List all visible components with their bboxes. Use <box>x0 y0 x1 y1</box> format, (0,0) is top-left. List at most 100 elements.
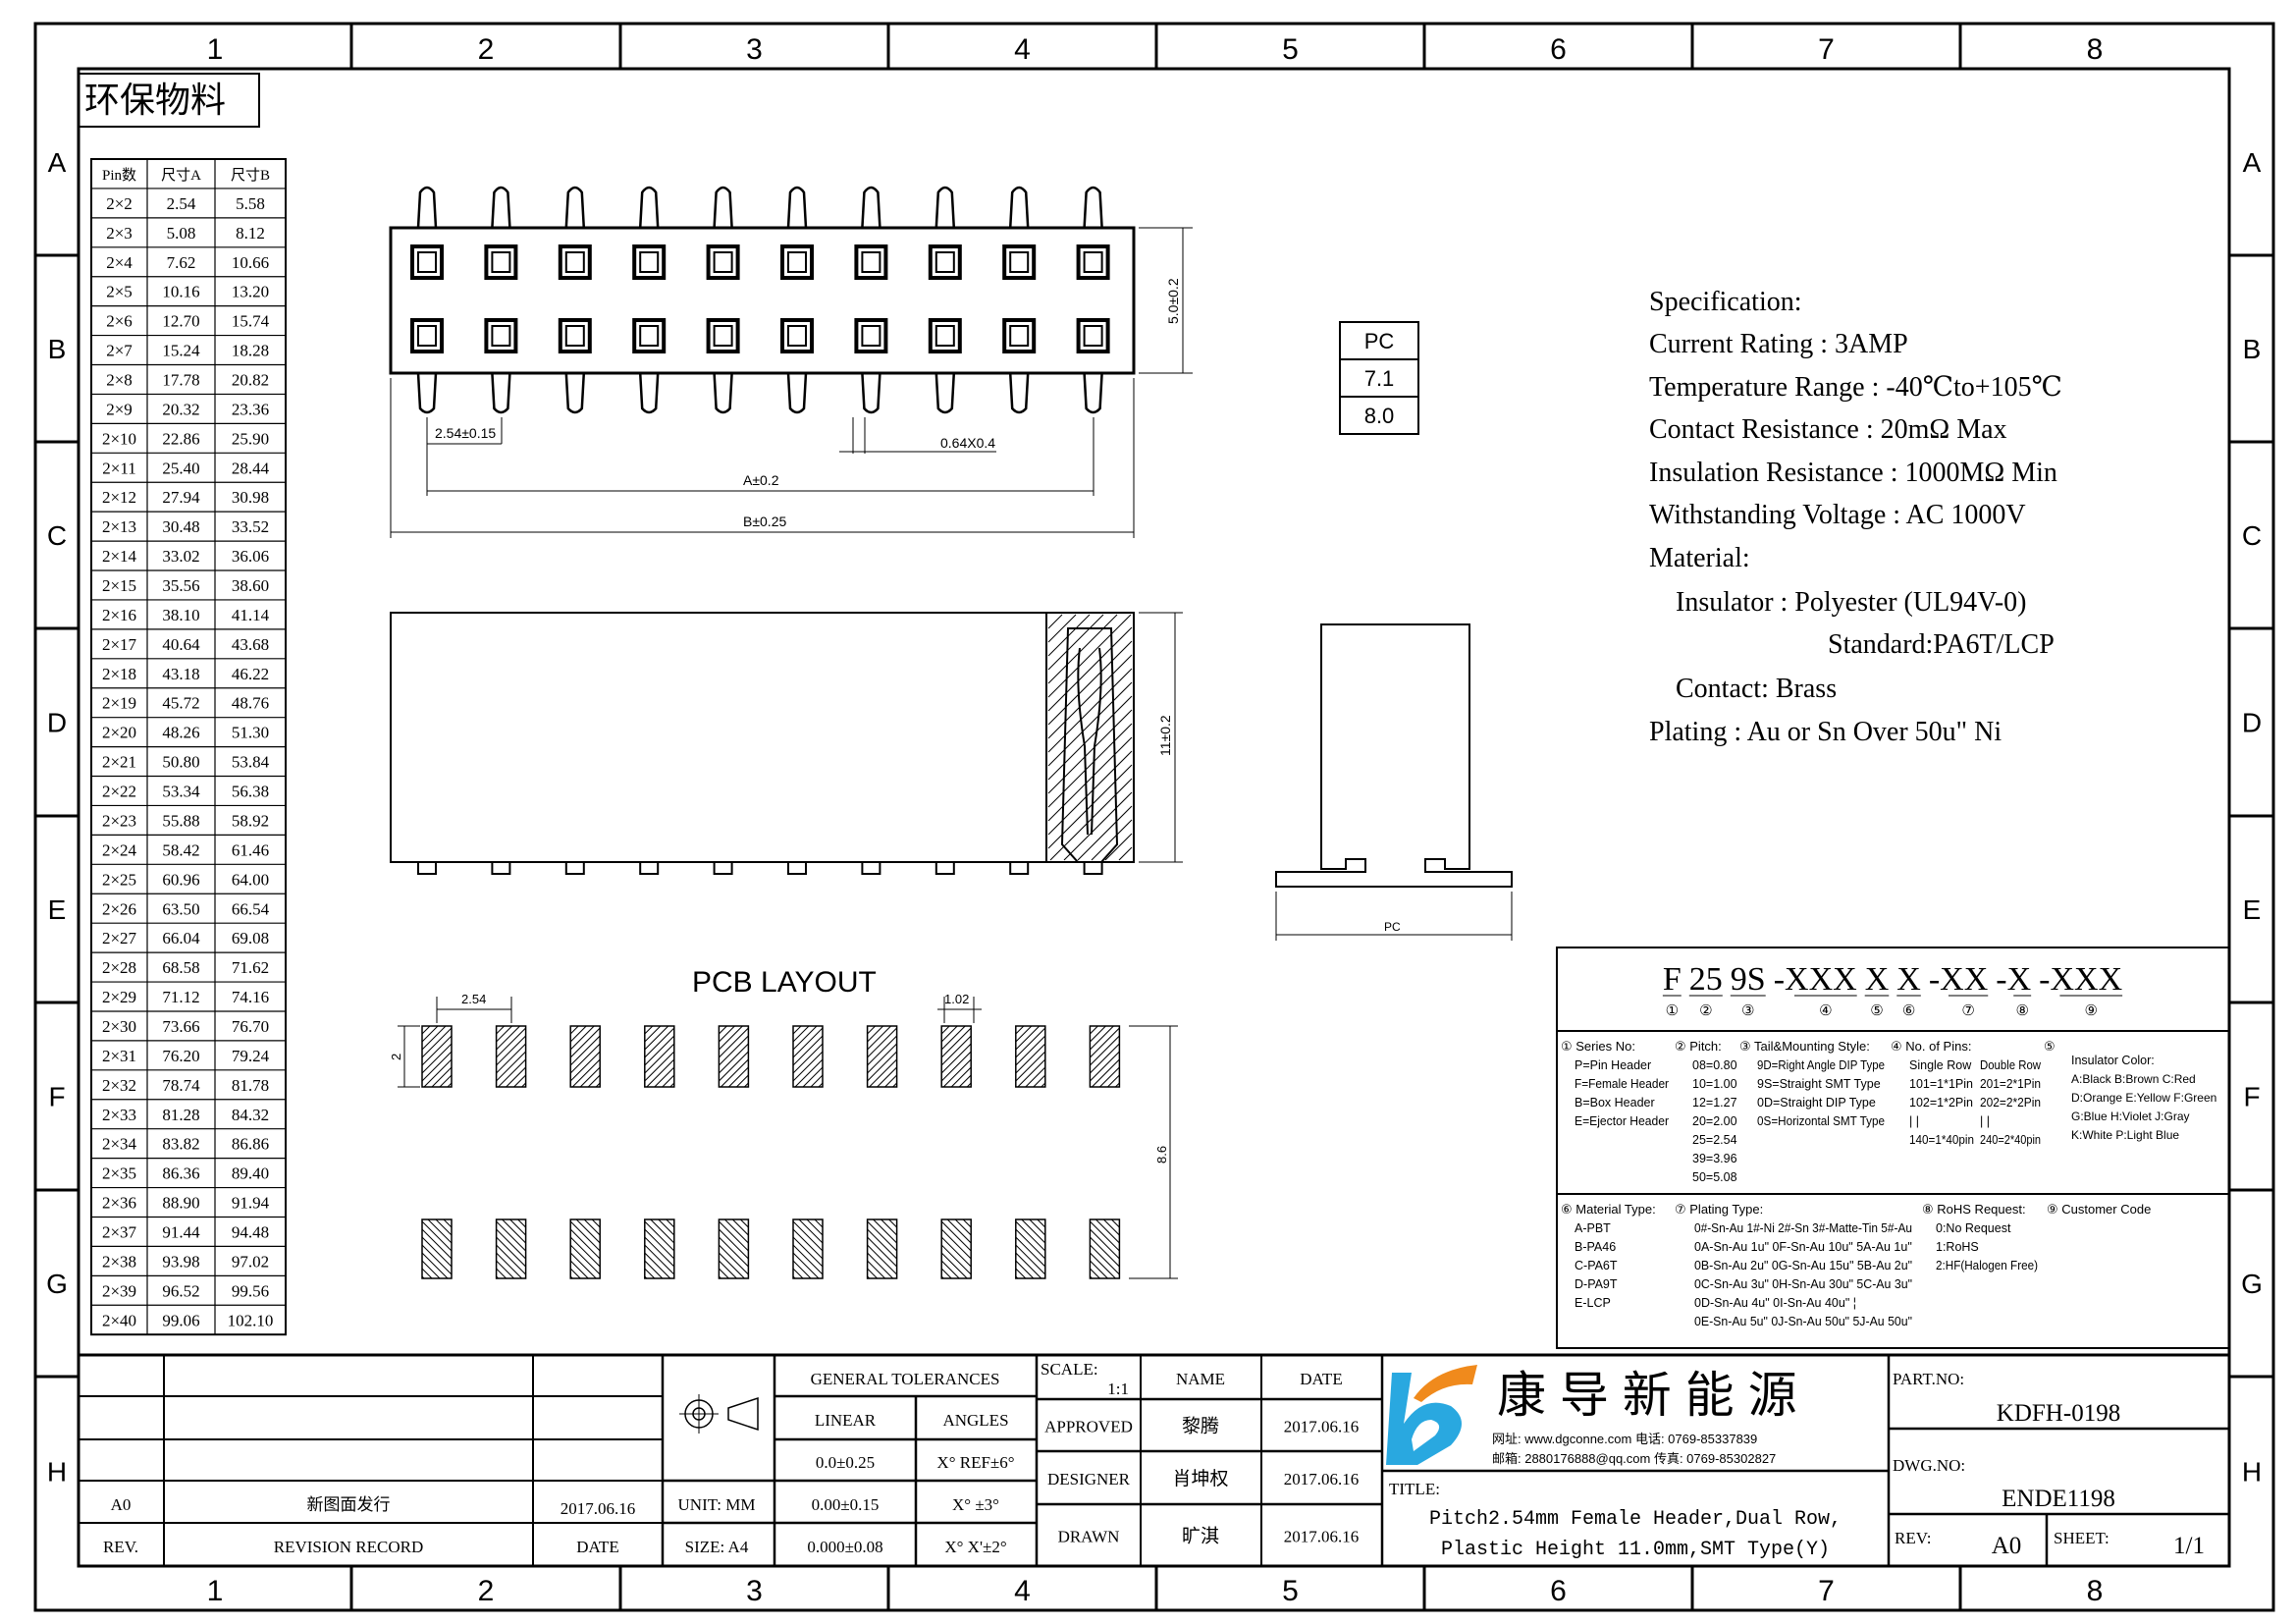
pin-table-cell: 2×21 <box>102 753 136 772</box>
tolerance-angle-value: X° ±3° <box>952 1495 999 1514</box>
part-code-field-item: E=Ejector Header <box>1575 1114 1669 1128</box>
pin-table-cell: 36.06 <box>232 547 269 566</box>
hatch-line <box>1090 1051 1120 1082</box>
pin-table-cell: 43.18 <box>162 665 199 683</box>
part-code-field-item: G:Blue H:Violet J:Gray <box>2071 1110 2190 1123</box>
part-code-field-title: ⑦ Plating Type: <box>1675 1202 1763 1217</box>
hatch-line <box>421 1043 453 1074</box>
pin-table-cell: 33.52 <box>232 517 269 536</box>
pin-foot <box>1009 861 1030 875</box>
zone-column-bottom: 3 <box>746 1575 763 1607</box>
hatch-line <box>888 1218 897 1228</box>
contact-opening-inner <box>564 325 585 347</box>
pin-table-cell: 53.34 <box>162 783 200 801</box>
contact-opening <box>558 318 592 353</box>
pc-table-value: 8.0 <box>1364 404 1395 428</box>
zone-column-bottom: 8 <box>2087 1575 2104 1607</box>
spec-line: Plating : Au or Sn Over 50u" Ni <box>1649 717 2002 747</box>
hatch-line <box>792 1236 824 1268</box>
specification-block: Specification:Current Rating : 3AMPTempe… <box>1649 287 2062 747</box>
hatch-line <box>1033 1074 1046 1088</box>
pin-table-cell: 38.10 <box>162 606 199 624</box>
part-code-field-item: F=Female Header <box>1575 1077 1669 1091</box>
hatch-line <box>1090 1275 1093 1279</box>
pin-table-cell: 10.66 <box>232 253 269 272</box>
pin-table-cell: 2×40 <box>102 1311 136 1329</box>
part-code-field-item: 12=1.27 <box>1692 1096 1737 1110</box>
pcb-pad-top <box>866 1025 898 1088</box>
part-code-segment: X <box>1896 961 1921 998</box>
pin-table-cell: 2×29 <box>102 988 136 1006</box>
pin-table-cell: 93.98 <box>162 1252 199 1271</box>
date-header: DATE <box>1300 1370 1342 1388</box>
scale-label: SCALE: <box>1041 1360 1098 1379</box>
hatch-line <box>587 1074 601 1088</box>
dim-height-label: 5.0±0.2 <box>1165 278 1181 324</box>
zone-row-left: B <box>48 334 67 364</box>
pin-table-cell: 38.60 <box>232 576 269 595</box>
part-code-marker: ⑨ <box>2085 1002 2098 1019</box>
hatch-line <box>1047 614 1118 684</box>
side-view: 11±0.2 <box>390 612 1183 875</box>
pin-table-cell: 66.04 <box>162 929 200 947</box>
pin-table-cell: 2×22 <box>102 783 136 801</box>
zone-column-bottom: 5 <box>1282 1575 1299 1607</box>
pcb-pad-bottom <box>495 1218 527 1279</box>
zone-column-top: 7 <box>1818 33 1835 66</box>
size-label: SIZE: A4 <box>685 1538 749 1556</box>
hatch-line <box>940 1244 972 1275</box>
contact-opening <box>484 244 518 280</box>
pin-table-cell: 88.90 <box>162 1194 199 1213</box>
hatch-line <box>1090 1035 1120 1066</box>
hatch-line <box>421 1025 447 1051</box>
hatch-line <box>867 1260 885 1279</box>
contact-opening <box>632 244 667 280</box>
part-code-field-item: 2:HF(Halogen Free) <box>1936 1259 2038 1272</box>
hatch-line <box>1090 1268 1100 1279</box>
pcb-pad-top <box>1089 1025 1121 1088</box>
hatch-line <box>940 1228 972 1260</box>
pin-tail-bottom <box>491 372 511 414</box>
hatch-line <box>569 1228 601 1260</box>
hatch-line <box>1047 764 1133 849</box>
hatch-line <box>1015 1035 1046 1066</box>
hatch-line <box>1090 1220 1120 1252</box>
part-code-field-item: D:Orange E:Yellow F:Green <box>2071 1091 2216 1105</box>
pin-table-cell: 2×20 <box>102 724 136 742</box>
pin-table-cell: 30.98 <box>232 488 269 507</box>
part-code-segment: 25 <box>1689 961 1723 998</box>
contact-opening <box>558 244 592 280</box>
pin-table-cell: 56.38 <box>232 783 269 801</box>
dim-pc-label: PC <box>1384 920 1401 934</box>
hatch-line <box>1091 819 1133 861</box>
part-code-field-item: 201=2*1Pin <box>1980 1077 2041 1091</box>
hatch-line <box>1015 1260 1035 1279</box>
tolerance-angle-value: X° REF±6° <box>936 1453 1014 1472</box>
hatch-line <box>719 1051 749 1082</box>
contact-opening-inner <box>934 251 955 273</box>
hatch-line <box>869 1058 897 1088</box>
hatch-line <box>1015 1268 1027 1279</box>
part-no-label: PART.NO: <box>1893 1370 1964 1388</box>
pin-tail-top <box>638 186 660 229</box>
pin-tail-bottom <box>1083 372 1103 414</box>
hatch-line <box>644 1043 675 1074</box>
pin-table-cell: 2×13 <box>102 517 136 536</box>
hatch-line <box>569 1025 579 1035</box>
hatch-line <box>571 1058 601 1088</box>
hatch-line <box>569 1025 587 1043</box>
part-code-field-item: 0C-Sn-Au 3u" 0H-Sn-Au 30u" 5C-Au 3u" <box>1694 1277 1912 1291</box>
hatch-line <box>496 1035 526 1066</box>
rev-label: REV: <box>1895 1529 1931 1547</box>
pin-table-cell: 76.20 <box>162 1047 199 1065</box>
contact-opening <box>1076 318 1110 353</box>
end-view-outline <box>1275 623 1513 888</box>
pin-table-cell: 53.84 <box>232 753 270 772</box>
part-code-field-item: 101=1*1Pin <box>1909 1077 1973 1091</box>
hatch-line <box>506 1066 526 1088</box>
hatch-line <box>1015 1244 1046 1275</box>
hatch-line <box>940 1252 968 1279</box>
hatch-line <box>719 1252 745 1279</box>
company-contact-line2: 邮箱: 2880176888@qq.com 传真: 0769-85302827 <box>1492 1451 1776 1466</box>
dim-side-height-label: 11±0.2 <box>1157 715 1173 756</box>
